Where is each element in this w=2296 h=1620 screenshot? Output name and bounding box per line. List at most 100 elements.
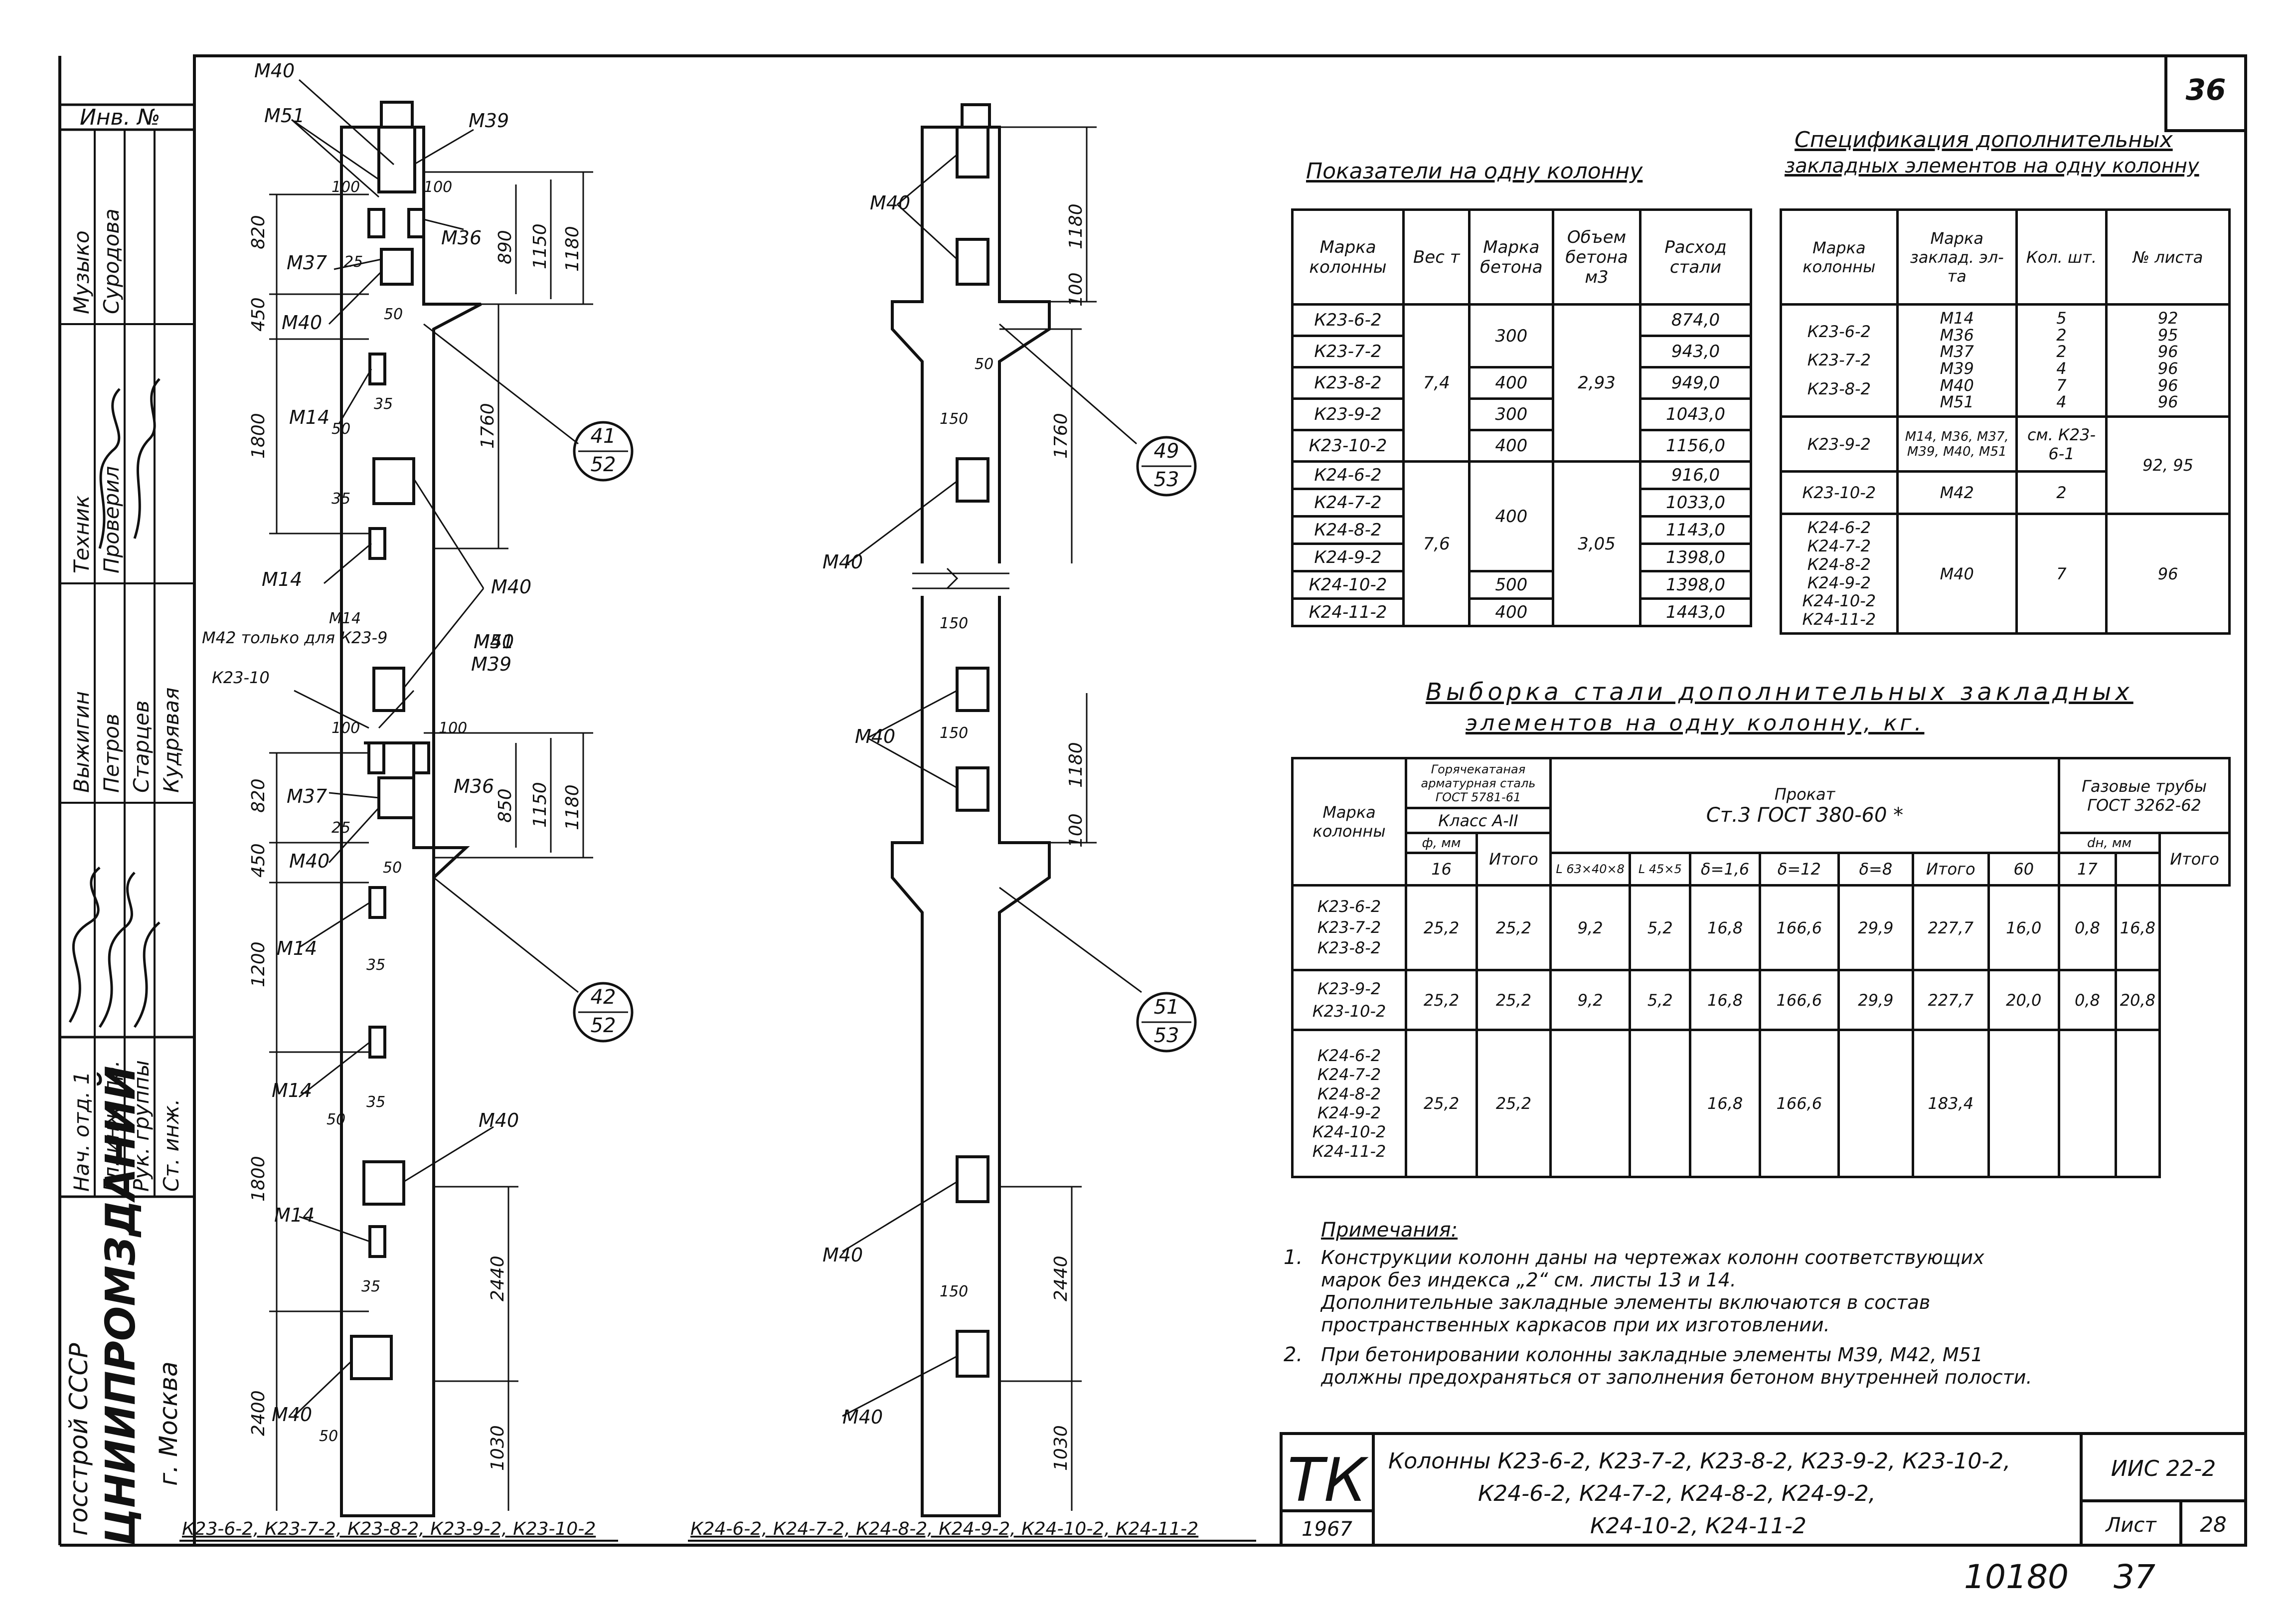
t3-cell: 25,2: [1476, 884, 1552, 971]
note-2-num: 2.: [1284, 1343, 1303, 1366]
left-stamp: [60, 103, 194, 1198]
table1: Марка колонны Вес т Марка бетона Объем б…: [1291, 208, 1752, 627]
column-2-caption: К24-6-2, К24-7-2, К24-8-2, К24-9-2, К24-…: [690, 1519, 1198, 1539]
t2-sheet: 92: [2157, 309, 2178, 328]
callout-c-bottom: 53: [1154, 468, 1179, 491]
mark-label: 150: [940, 1283, 968, 1300]
t1-cell-steel: 874,0: [1639, 303, 1752, 337]
mark-label: 35: [374, 395, 393, 413]
callout-a-top: 41: [591, 425, 616, 448]
t3-h-d16: δ=1,6: [1689, 852, 1761, 887]
mark-label: М40: [491, 576, 531, 598]
t1-cell-mark: К23-10-2: [1291, 429, 1405, 463]
t1-h-volume: Объем бетона м3: [1552, 208, 1642, 306]
mark-label: 150: [940, 724, 968, 742]
t3-cell: 9,2: [1549, 969, 1632, 1031]
t3-cell: 29,9: [1837, 969, 1914, 1031]
t1-cell-mark: К24-11-2: [1291, 597, 1405, 627]
dim-left: 820: [248, 215, 269, 249]
t3-cell: 5,2: [1629, 969, 1692, 1031]
sheet-number-box: [2164, 54, 2247, 132]
signer-1-name: Суродова: [99, 208, 124, 314]
t3-h-rolled-group: Прокат Ст.3 ГОСТ 380-60 *: [1549, 757, 2061, 854]
note-1-line-3: Дополнительные закладные элементы включа…: [1320, 1291, 1930, 1313]
callout-a-bottom: 52: [591, 453, 616, 476]
dim-right: 2440: [488, 1256, 508, 1301]
mark-label: М40: [822, 1244, 863, 1266]
mark-label: М14: [277, 937, 317, 959]
dim-right: 1760: [478, 403, 498, 449]
column-1-callouts: [573, 421, 634, 1043]
mark-label: 100: [331, 179, 360, 196]
dim-right: 1030: [488, 1425, 508, 1471]
t2-mark: К24-7-2: [1807, 536, 1871, 555]
mark-label: 35: [366, 956, 385, 974]
t1-cell-weight: 7,4: [1402, 303, 1471, 463]
t1-cell-steel: 1156,0: [1639, 429, 1752, 463]
t3-cell: 166,6: [1758, 969, 1840, 1031]
t3-mark: К24-11-2: [1312, 1141, 1386, 1161]
t2-elem: М37: [1940, 342, 1974, 361]
t2-qty: см. К23-6-1: [2015, 415, 2108, 473]
title-block: [1280, 1432, 2247, 1547]
t1-cell-mark: К24-6-2: [1291, 460, 1405, 490]
note-1-num: 1.: [1284, 1246, 1303, 1269]
series-code: ИИС 22-2: [2111, 1456, 2216, 1481]
t2-elem: М42: [1896, 470, 2018, 515]
t3-cell: 25,2: [1476, 1029, 1552, 1178]
t1-cell-steel: 949,0: [1639, 366, 1752, 400]
t3-cell: [2114, 1029, 2161, 1178]
t1-cell-steel: 1398,0: [1639, 570, 1752, 600]
note-1-line-4: пространственных каркасов при их изготов…: [1321, 1314, 1830, 1336]
t2-elem: М40: [1896, 513, 2018, 635]
t2-elem: М36: [1940, 325, 1974, 345]
dim-right: 1760: [1051, 413, 1071, 459]
t3-cell: 29,9: [1837, 884, 1914, 971]
dim-left: 450: [248, 297, 269, 332]
t1-cell-grade: 400: [1468, 429, 1555, 463]
t3-h-rebar-total: Итого: [1476, 832, 1552, 887]
t1-cell-mark: К24-9-2: [1291, 542, 1405, 572]
t3-cell: [1837, 1029, 1914, 1178]
t3-cell: 183,4: [1911, 1029, 1990, 1178]
column-2-leaders: [842, 154, 1142, 1417]
t3-mark: К24-7-2: [1317, 1065, 1381, 1084]
t3-cell: 25,2: [1405, 969, 1478, 1031]
dim-right: 1150: [530, 223, 550, 269]
table1-title: Показатели на одну колонну: [1306, 159, 1643, 184]
mark-label: М40: [855, 725, 895, 747]
dim-right: 1180: [1066, 203, 1086, 249]
mark-label: М40: [474, 631, 514, 653]
t3-cell: 16,8: [1689, 969, 1761, 1031]
dim-right: 2440: [1051, 1256, 1071, 1301]
m42-note-2: К23-10: [212, 668, 270, 687]
signatures: [68, 378, 161, 1028]
mark-label: М40: [822, 551, 863, 573]
sheet-no: 28: [2200, 1512, 2226, 1537]
t3-mark: К24-10-2: [1312, 1122, 1386, 1142]
mark-label: М37: [287, 252, 327, 274]
mark-label: М40: [272, 1404, 312, 1426]
t1-cell-grade: 400: [1468, 597, 1555, 627]
mark-label: 35: [361, 1278, 380, 1295]
callout-d-bottom: 53: [1154, 1024, 1179, 1047]
t2-sheet: 96: [2157, 375, 2178, 395]
t1-cell-grade: 300: [1468, 303, 1555, 368]
t3-cell: [1549, 1029, 1632, 1178]
mark-label: М37: [287, 785, 327, 807]
t3-h-rolled: Прокат: [1774, 784, 1835, 804]
column-1-dimensions: [269, 171, 593, 1511]
t3-cell: 25,2: [1405, 1029, 1478, 1178]
t1-cell-steel: 1043,0: [1639, 397, 1752, 431]
dim-right: 1030: [1051, 1425, 1071, 1471]
mark-label: М36: [454, 775, 494, 797]
t1-cell-steel: 1398,0: [1639, 542, 1752, 572]
signer-1-role: Музыко: [69, 230, 94, 314]
t3-h-d8: δ=8: [1837, 852, 1914, 887]
t1-cell-volume: 2,93: [1552, 303, 1642, 463]
t3-cell: 166,6: [1758, 1029, 1840, 1178]
t3-h-pipes: Газовые трубы: [2082, 776, 2207, 796]
t1-cell-grade: 300: [1468, 397, 1555, 431]
t3-mark: К23-9-2: [1317, 979, 1381, 998]
